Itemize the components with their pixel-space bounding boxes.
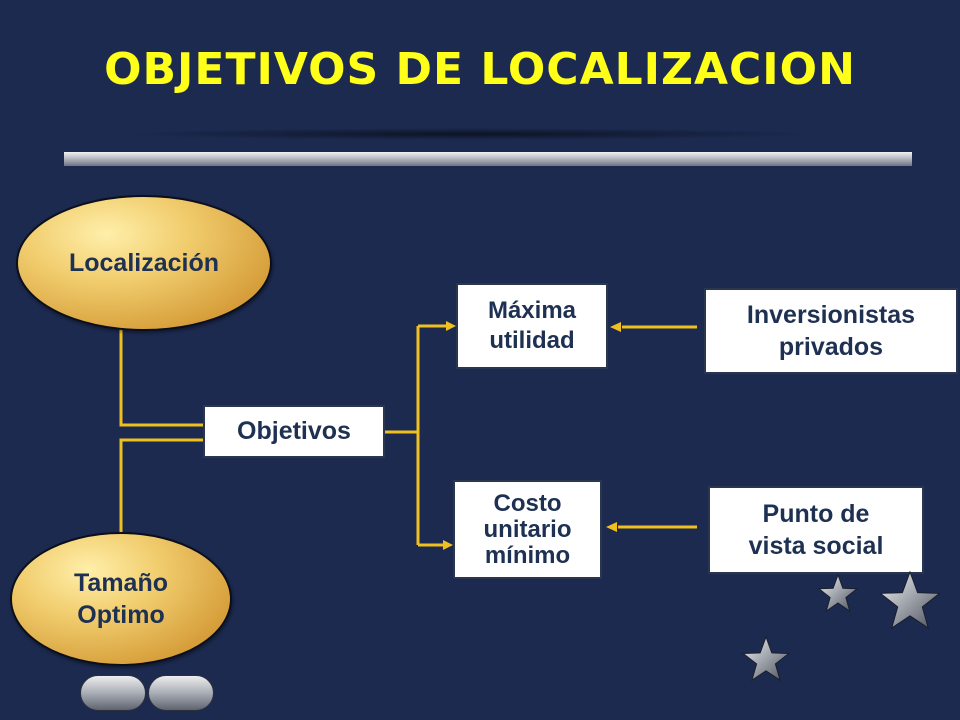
node-costo-line-1: Costo [493, 489, 562, 517]
node-costo-unitario-minimo: Costo unitario mínimo [453, 480, 602, 579]
node-tamano-optimo: Tamaño Optimo [10, 532, 232, 666]
connector-tamano-objetivos [119, 438, 203, 535]
node-maxima-line-1: Máxima [487, 297, 577, 324]
node-maxima-line-2: utilidad [489, 327, 575, 354]
prev-arrow-icon[interactable] [80, 675, 146, 711]
node-inversionistas-line-1: Inversionistas [746, 301, 916, 329]
node-tamano-line-2: Optimo [77, 601, 165, 629]
node-punto-vista-social: Punto de vista social [708, 486, 924, 574]
node-maxima-utilidad: Máxima utilidad [456, 283, 608, 369]
title-underline-bar [64, 152, 912, 166]
slide-title: OBJETIVOS DE LOCALIZACION [104, 44, 856, 95]
node-localizacion-label: Localización [68, 249, 220, 277]
arrowhead-costo [443, 540, 453, 550]
arrowhead-maxima [446, 321, 456, 331]
arrowhead-social [606, 522, 617, 532]
star-icon [879, 570, 941, 630]
node-objetivos-label: Objetivos [237, 417, 351, 445]
node-inversionistas-privados: Inversionistas privados [704, 288, 958, 374]
arrowhead-inversionistas [610, 322, 621, 332]
star-icon [741, 635, 791, 682]
node-social-line-2: vista social [748, 532, 884, 560]
node-costo-line-3: mínimo [484, 541, 571, 569]
star-icon [817, 573, 859, 613]
node-inversionistas-line-2: privados [778, 333, 884, 361]
node-social-line-1: Punto de [762, 500, 870, 528]
next-arrow-icon[interactable] [148, 675, 214, 711]
node-objetivos: Objetivos [203, 405, 385, 458]
node-costo-line-2: unitario [483, 515, 572, 543]
title-shadow [120, 128, 820, 140]
node-tamano-line-1: Tamaño [74, 569, 168, 597]
connector-localizacion-objetivos [119, 327, 203, 427]
node-localizacion: Localización [16, 195, 272, 331]
